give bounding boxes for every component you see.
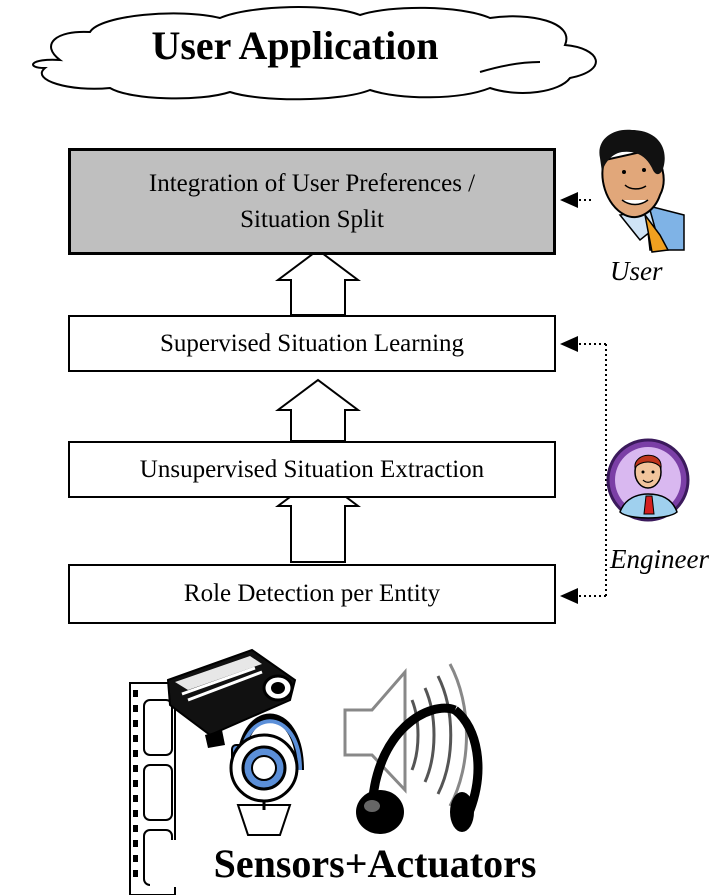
webcam-icon <box>229 713 304 836</box>
unsupervised-extraction-label: Unsupervised Situation Extraction <box>139 455 485 483</box>
user-caption: User <box>610 256 663 286</box>
integration-layer-line1: Integration of User Preferences / <box>148 169 476 197</box>
flow-arrow-supervised-to-integration <box>275 248 361 316</box>
role-detection-layer-box: Role Detection per Entity <box>68 564 556 624</box>
supervised-learning-label: Supervised Situation Learning <box>159 329 465 357</box>
user-application-title: User Application <box>151 23 439 68</box>
integration-layer-line2: Situation Split <box>240 205 384 233</box>
supervised-learning-layer-box: Supervised Situation Learning <box>68 315 556 372</box>
engineer-avatar <box>606 438 690 522</box>
projector-icon <box>166 648 297 748</box>
headphones-icon <box>356 703 483 834</box>
cloud-shape <box>32 6 597 101</box>
engineer-caption: Engineer <box>610 544 709 574</box>
engineer-feedback-connector <box>560 336 607 604</box>
unsupervised-extraction-layer-box: Unsupervised Situation Extraction <box>68 441 556 498</box>
user-avatar <box>593 128 685 254</box>
integration-layer-box: Integration of User Preferences / Situat… <box>68 148 556 255</box>
sensors-actuators-title: Sensors+Actuators <box>150 840 600 887</box>
speaker-icon <box>343 663 468 807</box>
role-detection-label: Role Detection per Entity <box>183 580 441 607</box>
flow-arrow-unsupervised-to-supervised <box>275 378 361 442</box>
